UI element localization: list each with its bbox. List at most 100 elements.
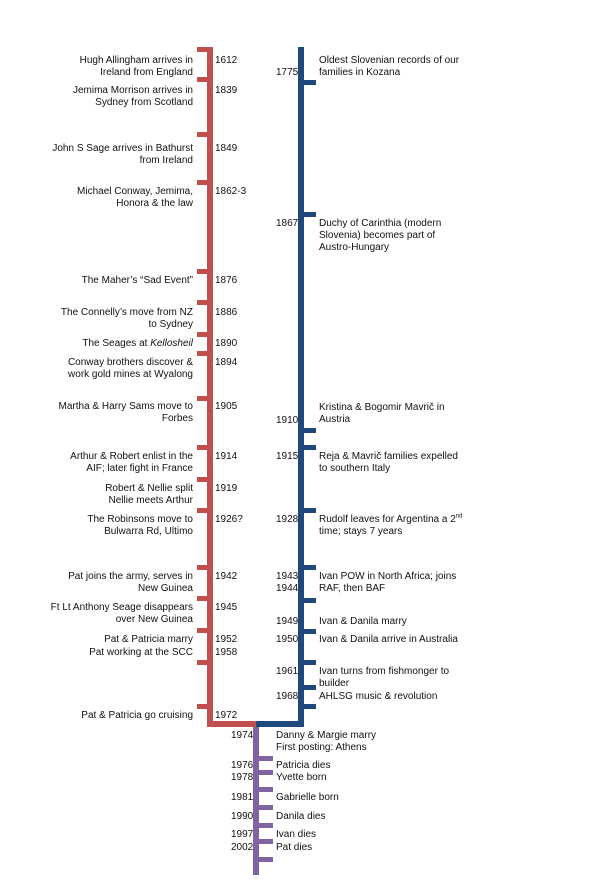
bottom-event-text: Pat dies — [276, 842, 313, 853]
left-event-text-main: The Seages at — [82, 338, 151, 349]
left-event-year: 1839 — [215, 85, 238, 96]
red-timeline-tick — [197, 269, 209, 274]
blue-timeline-line — [298, 47, 304, 727]
blue-timeline-tick — [302, 428, 316, 433]
right-event-text: Ivan & Danila marry — [319, 616, 407, 627]
left-event-text: Pat & Patricia marry — [104, 634, 193, 645]
left-event-text: Pat & Patricia go cruising — [81, 710, 193, 721]
right-event-text-after: time; stays 7 years — [319, 526, 403, 537]
red-ticks — [197, 47, 209, 709]
left-event-text: Robert & Nellie split Nellie meets Arthu… — [105, 483, 193, 506]
blue-timeline-tick — [302, 212, 316, 217]
red-timeline-tick — [197, 300, 209, 305]
left-event-year: 1612 — [215, 55, 238, 66]
blue-timeline-tick — [302, 629, 316, 634]
purple-timeline-tick — [257, 823, 273, 828]
left-event-text: The Robinsons move to Bulwarra Rd, Ultim… — [87, 514, 193, 537]
right-event-text: Reja & Mavrič families expelled to south… — [319, 451, 458, 474]
purple-timeline-line — [253, 727, 259, 875]
left-event-text: Arthur & Robert enlist in the AIF; later… — [70, 451, 193, 474]
blue-timeline-connector — [256, 721, 304, 727]
left-event-year: 1905 — [215, 401, 238, 412]
purple-timeline-tick — [257, 805, 273, 810]
left-event-year: 1886 — [215, 307, 238, 318]
right-event-text: RAF, then BAF — [319, 583, 386, 594]
left-event-text: Ft Lt Anthony Seage disappears over New … — [50, 602, 193, 625]
bottom-event-year: 1981 — [231, 792, 254, 803]
red-timeline-tick — [197, 351, 209, 356]
red-timeline-tick — [197, 508, 209, 513]
red-timeline-tick — [197, 565, 209, 570]
right-event-year: 1867 — [276, 218, 299, 229]
left-event-text: John S Sage arrives in Bathurst from Ire… — [52, 143, 193, 166]
bottom-event-year: 1997 — [231, 829, 254, 840]
left-event-year: 1942 — [215, 571, 238, 582]
left-event-year: 1914 — [215, 451, 238, 462]
right-event-text: Oldest Slovenian records of our families… — [319, 55, 460, 78]
left-event-year: 1919 — [215, 483, 238, 494]
left-event-year: 1958 — [215, 647, 238, 658]
right-event-text: Ivan & Danila arrive in Australia — [319, 634, 458, 645]
purple-timeline-tick — [257, 756, 273, 761]
left-event-year: 1952 — [215, 634, 238, 645]
right-event-text-main: Rudolf leaves for Argentina a 2 — [319, 514, 456, 525]
bottom-event-year: 1976 — [231, 760, 254, 771]
red-timeline-tick — [197, 180, 209, 185]
right-event-text: Kristina & Bogomir Mavrič in Austria — [319, 402, 445, 425]
left-event-year: 1945 — [215, 602, 238, 613]
right-event-year: 1775 — [276, 67, 299, 78]
right-event-year: 1944 — [276, 583, 299, 594]
left-event-text: Pat joins the army, serves in New Guinea — [68, 571, 193, 594]
purple-timeline-tick — [257, 787, 273, 792]
bottom-event-year: 1974 — [231, 730, 254, 741]
bottom-event-text: Gabrielle born — [276, 792, 339, 803]
left-event-text: Jemima Morrison arrives in Sydney from S… — [72, 85, 193, 108]
right-event-text: AHLSG music & revolution — [319, 691, 438, 702]
red-timeline-tick — [197, 660, 209, 665]
red-timeline-tick — [197, 445, 209, 450]
right-event-year: 1910 — [276, 415, 299, 426]
red-timeline-line — [207, 47, 213, 727]
right-event-text: Ivan POW in North Africa; joins — [319, 571, 457, 582]
red-timeline-tick — [197, 332, 209, 337]
purple-timeline-tick — [257, 839, 273, 844]
purple-ticks — [257, 756, 273, 862]
blue-timeline-tick — [302, 565, 316, 570]
red-timeline-connector — [207, 721, 260, 727]
left-event-year: 1862-3 — [215, 186, 247, 197]
bottom-event-text: Patricia dies — [276, 760, 331, 771]
purple-timeline-tick — [257, 857, 273, 862]
left-event-year: 1890 — [215, 338, 238, 349]
right-event-text: Ivan turns from fishmonger to builder — [319, 666, 450, 689]
left-event-text-italic: Kellosheil — [150, 338, 193, 349]
bottom-event-year: 1978 — [231, 772, 254, 783]
left-event-text: Michael Conway, Jemima, Honora & the law — [77, 186, 193, 209]
left-event-year: 1894 — [215, 357, 238, 368]
blue-ticks — [302, 80, 316, 709]
blue-timeline-tick — [302, 80, 316, 85]
left-event-text: Conway brothers discover & work gold min… — [67, 357, 193, 380]
blue-timeline-tick — [302, 508, 316, 513]
left-event-text: Hugh Allingham arrives in Ireland from E… — [79, 55, 193, 78]
blue-timeline-tick — [302, 685, 316, 690]
bottom-event-text: Yvette born — [276, 772, 327, 783]
left-event-year: 1876 — [215, 275, 238, 286]
bottom-event-year: 2002 — [231, 842, 254, 853]
red-timeline-tick — [197, 77, 209, 82]
purple-timeline-tick — [257, 770, 273, 775]
left-event-year: 1849 — [215, 143, 238, 154]
left-event-text: The Maher’s “Sad Event” — [81, 275, 193, 286]
red-timeline-tick — [197, 477, 209, 482]
red-timeline-tick — [197, 704, 209, 709]
right-event-year: 1949 — [276, 616, 299, 627]
blue-timeline-tick — [302, 598, 316, 603]
left-event-year: 1926? — [215, 514, 243, 525]
left-event-text: Martha & Harry Sams move to Forbes — [58, 401, 193, 424]
blue-timeline-tick — [302, 704, 316, 709]
right-event-year: 1961 — [276, 666, 299, 677]
left-event-year: 1972 — [215, 710, 238, 721]
left-event-text: The Seages at Kellosheil — [82, 338, 193, 350]
right-event-year: 1968 — [276, 691, 299, 702]
red-timeline-tick — [197, 132, 209, 137]
